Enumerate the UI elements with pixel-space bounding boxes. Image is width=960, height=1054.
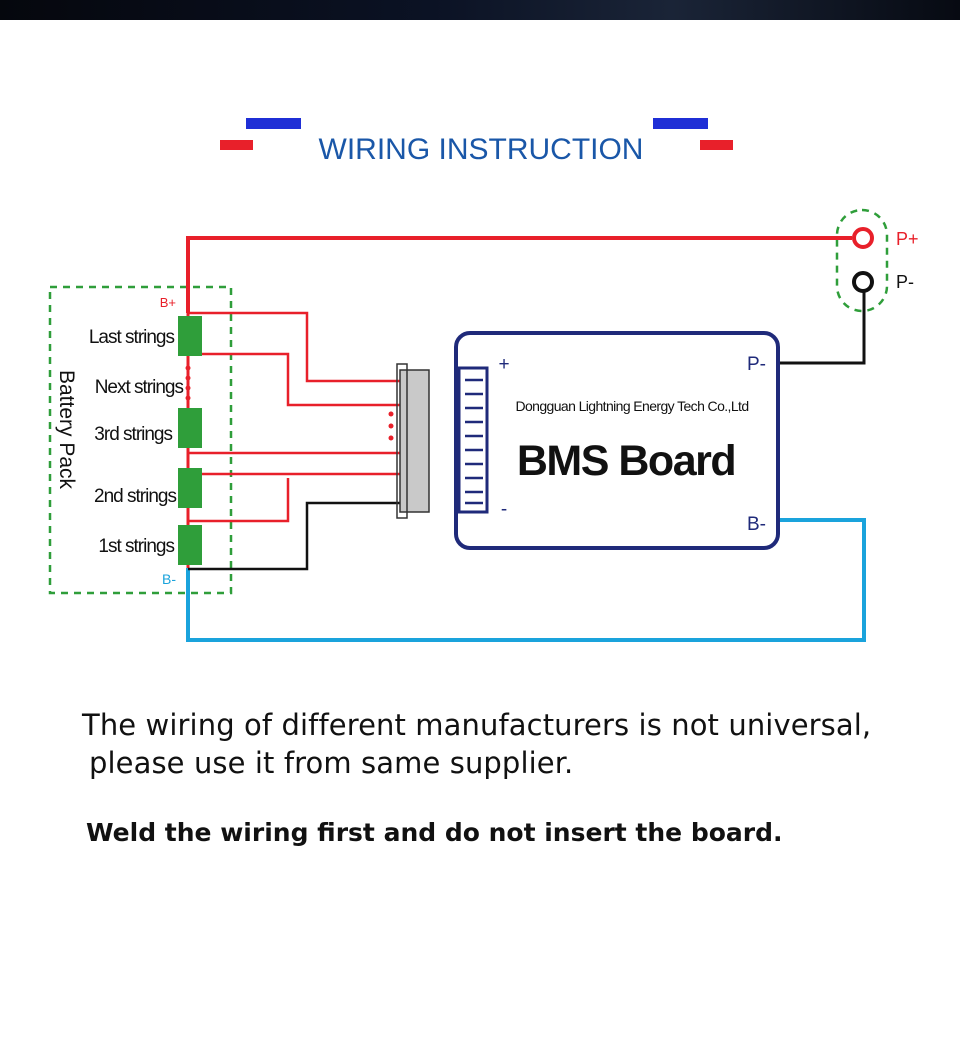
title-accent-red-left xyxy=(220,140,253,150)
bms-socket xyxy=(457,366,489,514)
string-dot xyxy=(185,385,191,391)
connector-dot xyxy=(388,423,394,429)
diagram-title: WIRING INSTRUCTION xyxy=(319,133,644,166)
compatibility-note-line2: please use it from same supplier. xyxy=(89,746,574,780)
string-label-next: Next strings xyxy=(95,377,184,398)
battery-b-plus-label: B+ xyxy=(160,295,176,310)
p-minus-terminal xyxy=(852,271,874,293)
title-accent-red-right xyxy=(700,140,733,150)
top-dark-banner xyxy=(0,0,960,20)
battery-pack-label: Battery Pack xyxy=(55,370,78,490)
p-plus-label: P+ xyxy=(896,229,919,249)
battery-cell-2nd xyxy=(178,468,202,508)
bms-plus-label: + xyxy=(498,354,509,375)
bms-board xyxy=(454,331,780,550)
string-label-3rd: 3rd strings xyxy=(94,424,172,445)
p-plus-terminal xyxy=(852,227,874,249)
compatibility-note-line1: The wiring of different manufacturers is… xyxy=(82,708,872,742)
p-minus-label: P- xyxy=(896,272,914,292)
title-accent-blue-left xyxy=(246,118,301,129)
connector-dot xyxy=(388,435,394,441)
battery-cell-3rd xyxy=(178,408,202,448)
sense-wire-last xyxy=(188,311,400,383)
output-terminal-enclosure xyxy=(835,208,889,313)
connector-dot xyxy=(388,411,394,417)
battery-cell-1st xyxy=(178,525,202,565)
bms-p-minus-label: P- xyxy=(747,354,766,375)
compatibility-note: The wiring of different manufacturers is… xyxy=(82,706,871,782)
connector-plug xyxy=(399,369,430,513)
bms-b-minus-label: B- xyxy=(747,514,766,535)
wiring-diagram: WIRING INSTRUCTION B+ B- Last strings Ne… xyxy=(48,118,919,642)
sense-wire-next xyxy=(188,352,400,407)
bms-board-name: BMS Board xyxy=(517,437,735,485)
string-dot xyxy=(185,395,191,401)
b-minus-wire xyxy=(186,518,866,642)
sense-wire-2nd xyxy=(188,478,290,523)
sense-wire-b-minus xyxy=(188,501,400,571)
string-dot xyxy=(185,365,191,371)
bms-socket-pins xyxy=(465,378,483,505)
string-dot xyxy=(185,375,191,381)
battery-cell-last xyxy=(178,316,202,356)
bms-manufacturer: Dongguan Lightning Energy Tech Co.,Ltd xyxy=(515,398,748,414)
title-accent-blue-right xyxy=(653,118,708,129)
bms-minus-label: - xyxy=(501,499,507,520)
weld-warning: Weld the wiring first and do not insert … xyxy=(86,818,783,847)
connector-plug-flange xyxy=(396,363,408,519)
battery-b-minus-label: B- xyxy=(162,571,176,587)
string-label-1st: 1st strings xyxy=(98,536,174,557)
string-label-2nd: 2nd strings xyxy=(94,486,176,507)
b-plus-to-p-plus-wire xyxy=(186,236,852,313)
string-label-last: Last strings xyxy=(89,327,175,348)
battery-pack-enclosure xyxy=(48,285,233,595)
p-minus-wire xyxy=(777,282,866,365)
